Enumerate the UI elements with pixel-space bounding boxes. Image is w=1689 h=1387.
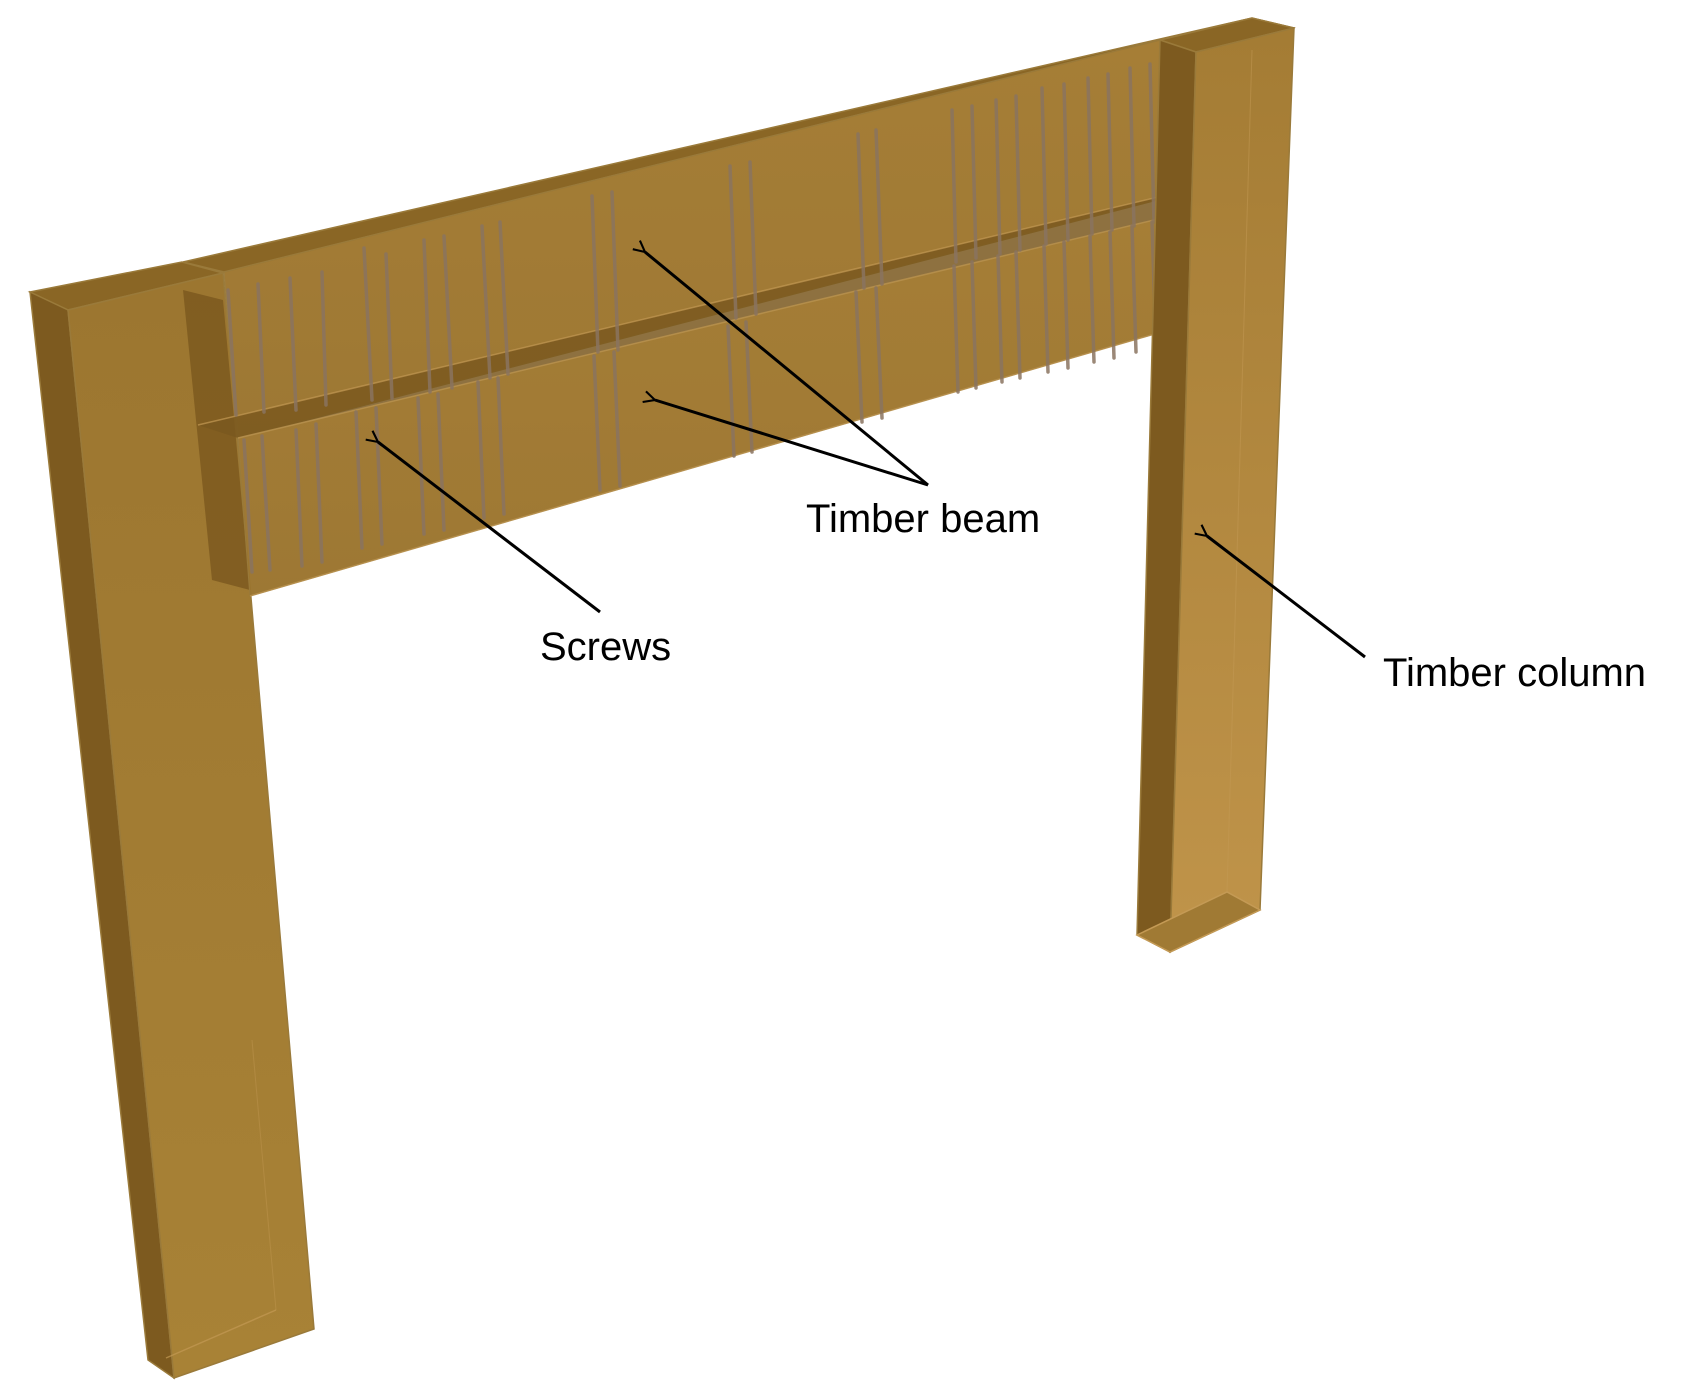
beam-middle-band <box>198 188 1196 438</box>
screw <box>994 98 1002 256</box>
screw <box>294 428 304 568</box>
beam-band-edge <box>197 187 1197 426</box>
screw <box>1088 234 1096 364</box>
screw <box>288 276 298 412</box>
screw <box>260 434 272 572</box>
right-column-bottom-face <box>1135 891 1262 953</box>
screw <box>1014 250 1022 380</box>
beam-arrow-lower <box>655 400 929 487</box>
right-timber-column <box>1135 17 1295 954</box>
screw <box>476 380 486 520</box>
left-column-edge <box>251 1039 277 1311</box>
screw <box>874 286 884 420</box>
screw <box>610 190 620 352</box>
screw <box>496 376 506 516</box>
timber-beam-label: Timber beam <box>806 497 1040 541</box>
screws-arrow <box>378 442 601 614</box>
screw <box>480 224 492 380</box>
right-column-edge <box>1226 49 1253 893</box>
beam-arrow-upper <box>645 252 929 487</box>
screw <box>748 160 758 316</box>
screw <box>320 270 328 407</box>
timber-beam <box>182 17 1296 597</box>
beam-bottom-edge <box>249 321 1197 597</box>
screw <box>256 282 266 414</box>
screw <box>242 438 254 574</box>
screw <box>612 350 622 488</box>
beam-band-edge <box>237 209 1197 439</box>
screw <box>1062 82 1070 242</box>
screw <box>950 108 958 264</box>
screw <box>1086 76 1094 236</box>
screws-group <box>226 62 1158 574</box>
timber-column-label: Timber column <box>1383 651 1646 695</box>
screw <box>856 132 866 290</box>
left-column-front-face <box>67 272 315 1380</box>
screw <box>226 288 238 417</box>
column-arrow <box>1207 536 1366 659</box>
screw <box>854 290 864 424</box>
screw <box>422 238 432 394</box>
screw <box>970 104 978 260</box>
screw <box>590 194 600 354</box>
screw <box>436 392 446 532</box>
screw <box>1014 94 1022 252</box>
screw <box>1148 62 1156 224</box>
screw <box>442 234 454 390</box>
screw <box>362 246 374 402</box>
screw <box>416 396 426 536</box>
screw <box>1062 240 1070 370</box>
screw <box>996 254 1004 384</box>
screw <box>952 264 960 394</box>
screw <box>1106 72 1114 232</box>
screw <box>1130 224 1138 354</box>
annotation-arrows <box>378 252 1366 659</box>
left-column-edge <box>165 1309 277 1359</box>
screw <box>498 220 510 376</box>
screw <box>1042 244 1050 374</box>
screws-label: Screws <box>540 625 671 669</box>
screw <box>726 324 736 458</box>
screw <box>1128 66 1136 228</box>
screw <box>354 410 364 550</box>
screw <box>970 260 978 390</box>
screw <box>1040 86 1048 246</box>
screw <box>874 128 884 286</box>
screw <box>592 354 602 492</box>
screw <box>314 422 324 564</box>
screw <box>1108 230 1116 360</box>
screw <box>384 252 394 400</box>
left-timber-column <box>27 261 315 1380</box>
screw <box>728 164 738 320</box>
left-column-inner-front <box>183 290 250 590</box>
